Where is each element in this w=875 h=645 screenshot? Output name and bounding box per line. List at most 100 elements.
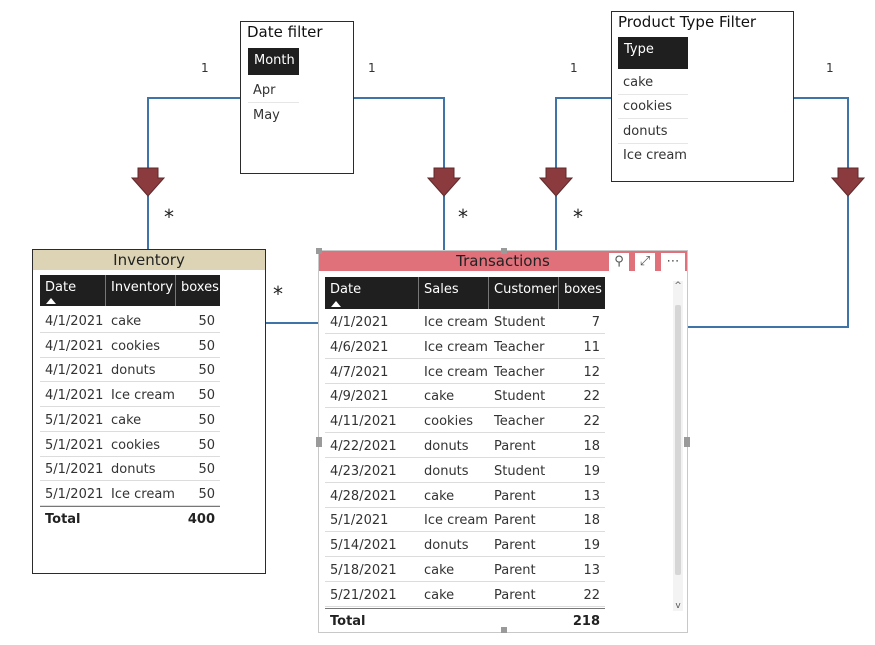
arrow-down-icon (130, 167, 166, 197)
date-filter-item[interactable]: May (253, 108, 280, 123)
table-cell: 50 (198, 363, 215, 379)
table-cell: cookies (111, 338, 160, 354)
column-header-boxes[interactable]: boxes (564, 282, 602, 297)
table-cell: 18 (583, 439, 600, 454)
date-filter-title: Date filter (247, 23, 323, 41)
sort-ascending-icon (331, 301, 341, 307)
column-header-inventory[interactable]: Inventory (106, 275, 176, 306)
table-cell: 13 (583, 563, 600, 578)
table-cell: 12 (583, 364, 600, 380)
resize-handle[interactable] (684, 437, 690, 447)
table-cell: donuts (424, 538, 469, 554)
table-row: 4/7/2021 Ice cream Teacher 12 (325, 360, 605, 384)
column-header-customer[interactable]: Customer (489, 277, 559, 309)
table-cell: cake (424, 563, 455, 578)
table-cell: 4/22/2021 (330, 439, 397, 454)
column-header-date[interactable]: Date (40, 275, 106, 306)
resize-handle[interactable] (316, 437, 322, 447)
table-cell: 22 (583, 587, 600, 603)
total-value: 218 (572, 614, 600, 629)
cardinality-one-label: 1 (570, 61, 578, 75)
table-cell: 4/7/2021 (330, 364, 389, 380)
connector-product-to-transactions (555, 97, 611, 170)
table-cell: Ice cream (424, 315, 488, 330)
cardinality-one-label: 1 (368, 61, 376, 75)
product-type-filter-item[interactable]: donuts (618, 122, 688, 144)
table-cell: Ice cream (424, 364, 488, 380)
scroll-down-icon[interactable]: v (675, 601, 681, 611)
table-cell: 50 (198, 486, 215, 502)
table-cell: Ice cream (111, 486, 175, 502)
table-cell: Parent (494, 513, 536, 529)
inventory-total-row: Total 400 (40, 506, 220, 530)
table-cell: 5/1/2021 (45, 462, 104, 478)
cardinality-many-label: * (458, 205, 468, 229)
product-type-filter-title: Product Type Filter (618, 13, 757, 31)
table-cell: 4/23/2021 (330, 463, 397, 479)
product-type-filter-slicer: Product Type Filter Type cake cookies do… (611, 11, 794, 182)
table-cell: Parent (494, 538, 536, 554)
total-label: Total (45, 512, 81, 527)
table-cell: Ice cream (111, 388, 175, 404)
more-options-icon[interactable]: ⋯ (661, 253, 685, 271)
total-value: 400 (187, 512, 215, 527)
column-header-date[interactable]: Date (325, 277, 419, 309)
table-cell: 50 (198, 314, 215, 329)
focus-mode-icon[interactable]: ⤢ (635, 253, 655, 271)
date-filter-item[interactable]: Apr (248, 81, 299, 103)
table-cell: cake (424, 389, 455, 405)
column-header-sales[interactable]: Sales (419, 277, 489, 309)
scroll-up-icon[interactable]: ^ (674, 281, 682, 291)
connector-date-to-transactions (353, 97, 445, 170)
product-type-filter-item[interactable]: cookies (618, 97, 688, 119)
table-cell: 18 (583, 513, 600, 529)
connector-date-to-inventory (147, 97, 240, 170)
filter-icon[interactable]: ⚲ (609, 253, 629, 271)
table-cell: Parent (494, 439, 536, 454)
product-type-filter-item[interactable]: Ice cream (623, 148, 687, 163)
connector-product-to-inventory (794, 97, 849, 170)
product-type-filter-item[interactable]: cake (618, 73, 688, 95)
vertical-scrollbar[interactable]: ^ v (673, 281, 683, 611)
table-cell: Parent (494, 587, 536, 603)
resize-handle[interactable] (501, 248, 507, 254)
column-header-boxes[interactable]: boxes (181, 280, 219, 295)
table-cell: 22 (583, 414, 600, 430)
table-cell: 5/1/2021 (45, 486, 104, 502)
product-type-filter-header[interactable]: Type (618, 37, 688, 69)
table-cell: 4/1/2021 (45, 314, 104, 329)
table-cell: cookies (111, 437, 160, 453)
table-cell: 50 (198, 412, 215, 428)
cardinality-many-label: * (573, 205, 583, 229)
transactions-title: Transactions (319, 251, 687, 271)
scrollbar-thumb[interactable] (675, 305, 681, 575)
transactions-total-row: Total 218 (325, 608, 605, 632)
table-cell: 4/6/2021 (330, 339, 389, 355)
table-cell: donuts (111, 462, 156, 478)
table-cell: Teacher (494, 364, 545, 380)
resize-handle[interactable] (501, 627, 507, 633)
resize-handle[interactable] (316, 248, 322, 254)
table-cell: cake (111, 412, 142, 428)
table-cell: donuts (111, 363, 156, 379)
inventory-title: Inventory (33, 250, 265, 270)
table-cell: donuts (424, 463, 469, 479)
table-cell: Student (494, 389, 546, 405)
cardinality-one-label: 1 (826, 61, 834, 75)
arrow-down-icon (830, 167, 866, 197)
transactions-table: Transactions ⚲ ⤢ ⋯ Date Sales Customer b… (316, 248, 690, 633)
table-cell: 5/1/2021 (330, 513, 389, 529)
date-filter-header[interactable]: Month (248, 48, 299, 75)
